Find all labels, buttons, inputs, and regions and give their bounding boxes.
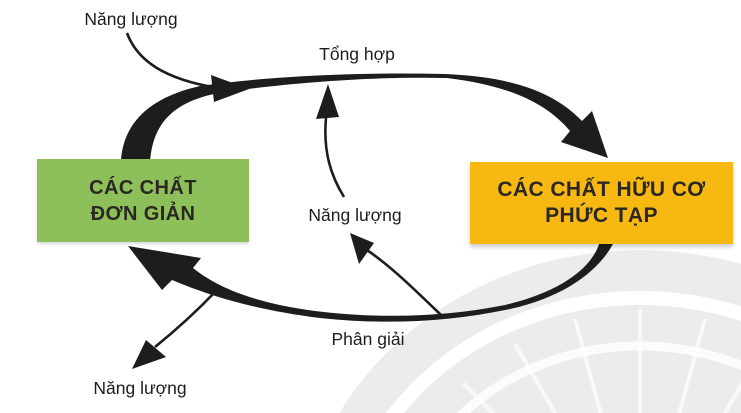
energy-release-center-arrowhead	[350, 233, 374, 264]
label-decomposition: Phân giải	[331, 329, 405, 349]
energy-release-bottom-line	[154, 290, 217, 349]
watermark-rays	[461, 310, 741, 413]
label-energy-top: Năng lượng	[84, 9, 178, 29]
energy-input-line-top	[125, 32, 219, 90]
node-simple-line2: ĐƠN GIẢN	[90, 202, 196, 225]
label-synthesis: Tổng hợp	[319, 44, 395, 64]
watermark-ring-outer	[386, 291, 741, 413]
synthesis-curve-arrow	[121, 73, 608, 163]
decomposition-curve-arrow	[128, 241, 614, 322]
node-simple-line1: CÁC CHẤT	[89, 176, 197, 199]
energy-to-synthesis-arrowhead	[316, 84, 339, 119]
node-simple-substances: CÁC CHẤT ĐƠN GIẢN	[37, 159, 249, 242]
node-complex-organic: CÁC CHẤT HỮU CƠ PHỨC TẠP	[470, 162, 733, 244]
energy-release-bottom-arrowhead	[132, 340, 166, 369]
energy-release-center-line	[366, 248, 442, 316]
node-complex-line2: PHỨC TẠP	[545, 204, 658, 227]
node-complex-line1: CÁC CHẤT HỮU CƠ	[497, 178, 706, 201]
energy-input-arrowhead-top	[211, 75, 249, 102]
label-energy-bottom: Năng lượng	[93, 378, 187, 398]
label-energy-middle: Năng lượng	[308, 205, 402, 225]
watermark	[339, 250, 741, 413]
energy-to-synthesis-line	[324, 117, 346, 198]
